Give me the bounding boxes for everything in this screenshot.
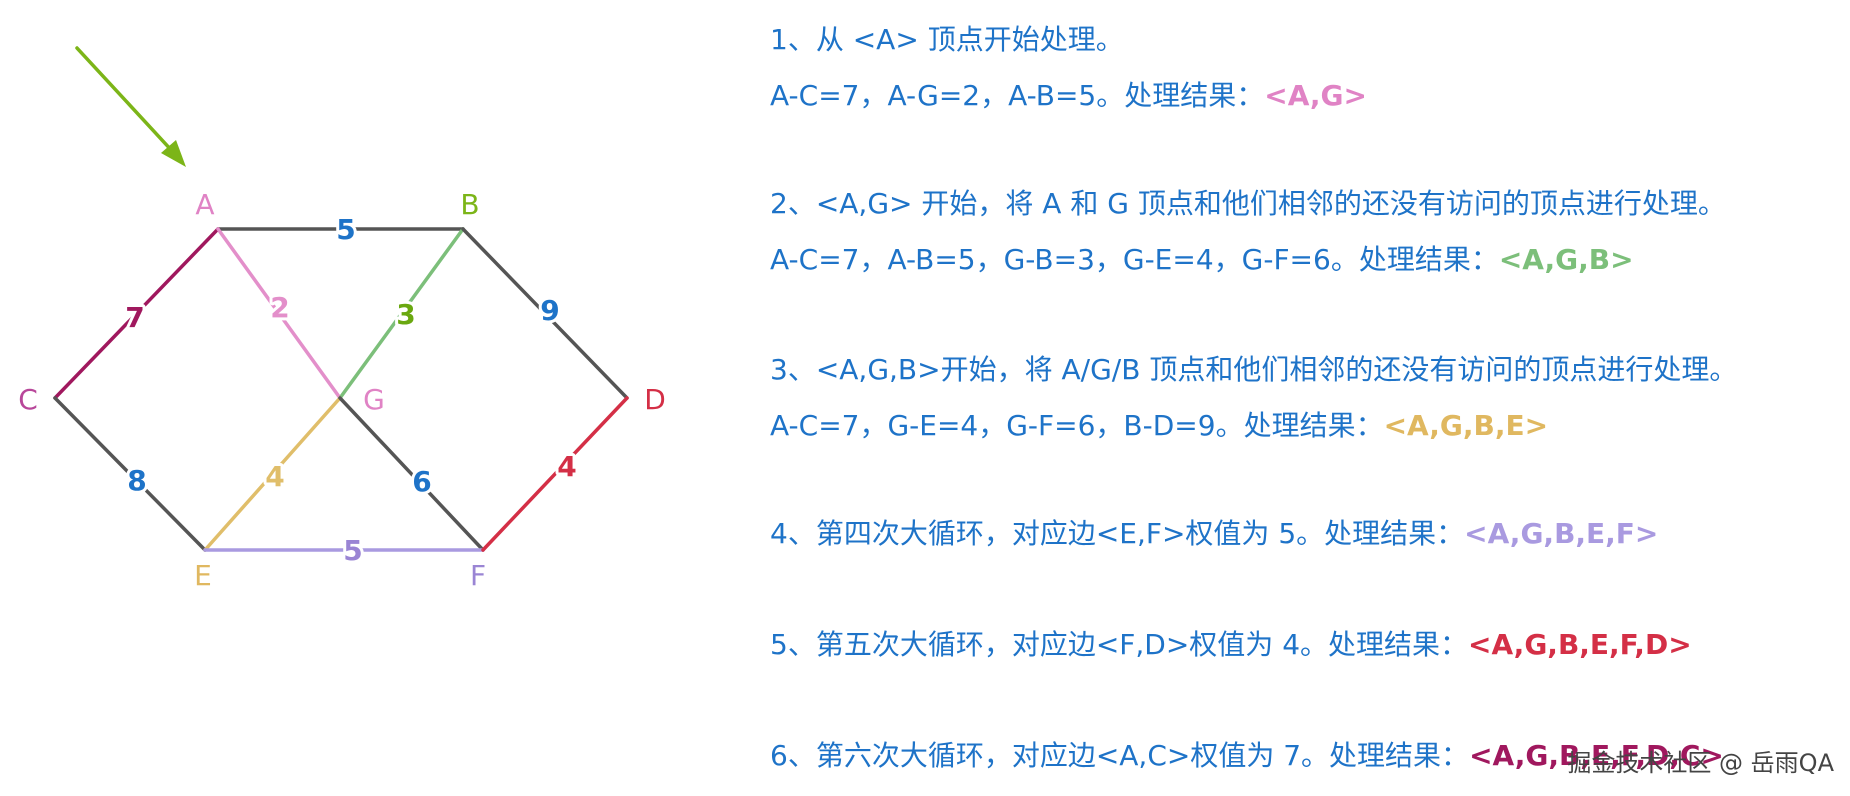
arrow-layer <box>75 46 186 167</box>
step-4: 4、第四次大循环，对应边<E,F>权值为 5。处理结果：<A,G,B,E,F> <box>770 514 1658 554</box>
edge-b-g <box>338 227 465 400</box>
node-f: F <box>470 559 486 592</box>
start-arrow-shaft <box>75 46 176 155</box>
edge-g-e <box>203 396 342 552</box>
edge-weight-g-e: 4 <box>265 460 284 493</box>
edge-weight-b-d: 9 <box>540 294 559 327</box>
step-1-line-2: A-C=7，A-G=2，A-B=5。处理结果：<A,G> <box>770 79 1367 112</box>
node-d: D <box>644 383 666 416</box>
node-g: G <box>363 383 385 416</box>
step-4-result: <A,G,B,E,F> <box>1464 517 1659 550</box>
edge-weight-g-f: 6 <box>412 465 431 498</box>
step-6: 6、第六次大循环，对应边<A,C>权值为 7。处理结果：<A,G,B,E,F,D… <box>770 736 1724 776</box>
step-4-line-1: 4、第四次大循环，对应边<E,F>权值为 5。处理结果：<A,G,B,E,F> <box>770 517 1659 550</box>
edge-weight-b-g: 3 <box>396 298 415 331</box>
watermark: 掘金技术社区 @ 岳雨QA <box>1567 749 1834 777</box>
node-layer: A B C D E F G <box>18 188 666 592</box>
prim-graph-diagram: 5 7 2 3 9 8 4 6 5 4 A B C D E F G <box>18 46 666 592</box>
edge-weight-a-c: 7 <box>125 301 144 334</box>
step-1-line-1: 1、从 <A> 顶点开始处理。 <box>770 23 1124 56</box>
step-2: 2、<A,G> 开始，将 A 和 G 顶点和他们相邻的还没有访问的顶点进行处理。… <box>770 184 1726 280</box>
node-c: C <box>18 383 38 416</box>
step-1-result: <A,G> <box>1264 79 1367 112</box>
step-2-line-1: 2、<A,G> 开始，将 A 和 G 顶点和他们相邻的还没有访问的顶点进行处理。 <box>770 187 1726 220</box>
node-b: B <box>460 188 479 221</box>
edge-weight-e-f: 5 <box>343 534 362 567</box>
edge-c-e <box>53 396 207 552</box>
step-3-result: <A,G,B,E> <box>1383 409 1549 442</box>
step-6-result: <A,G,B,E,F,D,C> <box>1469 739 1724 772</box>
step-6-line-1: 6、第六次大循环，对应边<A,C>权值为 7。处理结果：<A,G,B,E,F,D… <box>770 739 1724 772</box>
step-2-line-2: A-C=7，A-B=5，G-B=3，G-E=4，G-F=6。处理结果：<A,G,… <box>770 243 1634 276</box>
edge-weight-f-d: 4 <box>557 450 576 483</box>
step-5-line-1: 5、第五次大循环，对应边<F,D>权值为 4。处理结果：<A,G,B,E,F,D… <box>770 628 1692 661</box>
node-e: E <box>194 559 212 592</box>
edge-weight-a-g: 2 <box>270 291 289 324</box>
edge-weight-a-b: 5 <box>336 213 355 246</box>
edge-layer: 5 7 2 3 9 8 4 6 5 4 <box>53 210 629 570</box>
edge-f-d <box>481 396 629 552</box>
step-2-result: <A,G,B> <box>1498 243 1634 276</box>
edge-b-d <box>461 227 629 400</box>
step-5-result: <A,G,B,E,F,D> <box>1468 628 1692 661</box>
step-5: 5、第五次大循环，对应边<F,D>权值为 4。处理结果：<A,G,B,E,F,D… <box>770 625 1692 665</box>
edge-weight-c-e: 8 <box>127 464 146 497</box>
start-arrow-head <box>161 140 186 167</box>
edge-a-c <box>53 227 220 400</box>
step-3: 3、<A,G,B>开始，将 A/G/B 顶点和他们相邻的还没有访问的顶点进行处理… <box>770 350 1737 446</box>
step-3-line-1: 3、<A,G,B>开始，将 A/G/B 顶点和他们相邻的还没有访问的顶点进行处理… <box>770 353 1738 386</box>
step-1: 1、从 <A> 顶点开始处理。 A-C=7，A-G=2，A-B=5。处理结果：<A… <box>770 20 1367 116</box>
node-a: A <box>195 188 214 221</box>
edge-a-g <box>216 227 342 400</box>
step-3-line-2: A-C=7，G-E=4，G-F=6，B-D=9。处理结果：<A,G,B,E> <box>770 409 1549 442</box>
edge-g-f <box>338 396 485 552</box>
